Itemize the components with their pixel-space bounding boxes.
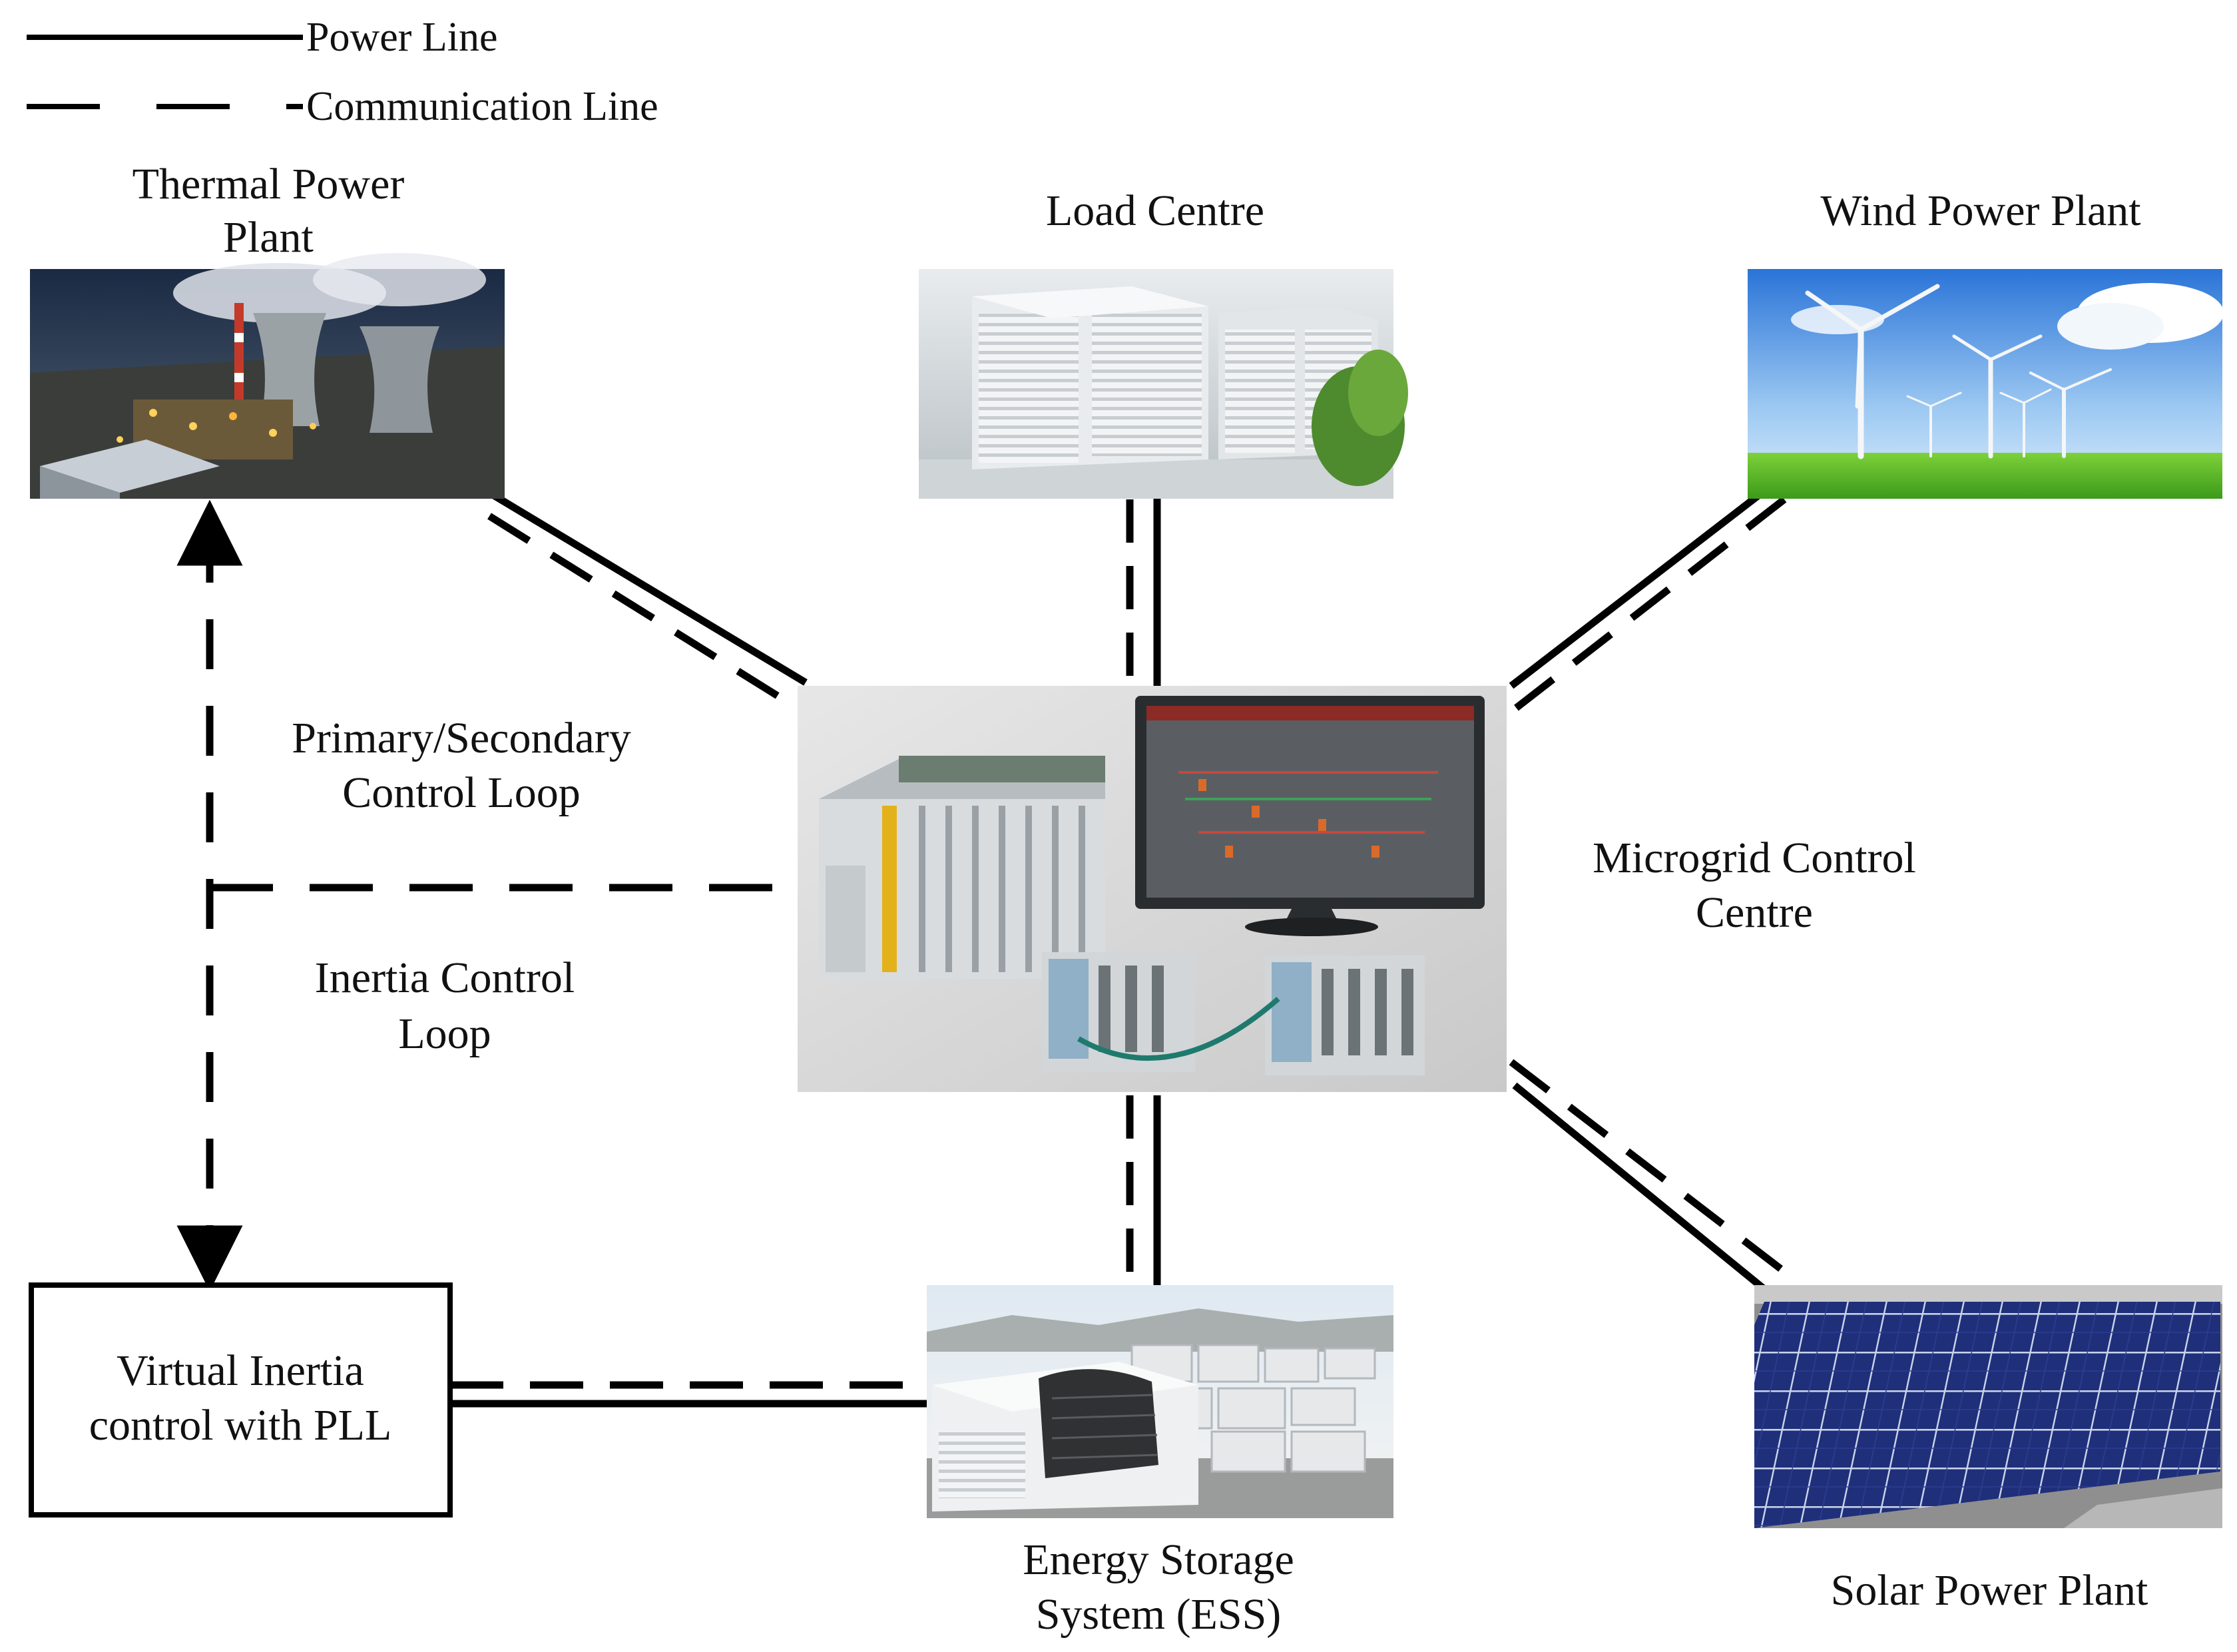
power-line-solar [1512, 1082, 1770, 1295]
wind-label: Wind Power Plant [1820, 186, 2140, 235]
load-centre-image [919, 269, 1408, 499]
mcc-label-line1: Microgrid Control [1593, 834, 1916, 882]
inertia-loop-label-line2: Loop [398, 1009, 491, 1058]
mcc-label-line2: Centre [1696, 888, 1813, 937]
inertia-loop-label-line1: Inertia Control [315, 954, 575, 1002]
thermal-label-line2: Plant [223, 213, 314, 262]
vic-box [29, 1282, 453, 1517]
vic-label-line2: control with PLL [89, 1401, 392, 1450]
thermal-power-plant: Thermal Power Plant [30, 160, 505, 499]
load-label: Load Centre [1046, 186, 1264, 235]
legend: Power Line Communication Line [27, 15, 658, 129]
ess-image [927, 1285, 1393, 1518]
wind-power-plant: Wind Power Plant [1748, 186, 2224, 499]
ess-label-line1: Energy Storage [1023, 1535, 1294, 1584]
ess-label-line2: System (ESS) [1036, 1590, 1282, 1639]
control-loops: Primary/Secondary Control Loop Inertia C… [292, 714, 631, 1058]
legend-communication-line-label: Communication Line [306, 84, 658, 129]
solar-label: Solar Power Plant [1831, 1566, 2148, 1615]
wind-plant-image [1748, 269, 2224, 499]
solar-plant-image [1754, 1285, 2222, 1528]
vic-label-line1: Virtual Inertia [117, 1346, 364, 1395]
power-line-wind [1509, 493, 1760, 689]
thermal-label-line1: Thermal Power [132, 160, 405, 208]
virtual-inertia-control: Virtual Inertia control with PLL [29, 1282, 453, 1517]
power-line-thermal [487, 489, 808, 686]
energy-storage-system: Energy Storage System (ESS) [927, 1285, 1393, 1639]
microgrid-control-centre: Microgrid Control Centre [798, 686, 1916, 1092]
solar-power-plant: Solar Power Plant [1754, 1285, 2222, 1615]
legend-power-line-label: Power Line [306, 15, 498, 60]
load-centre: Load Centre [919, 186, 1408, 499]
thermal-plant-image [30, 253, 505, 499]
connectors [176, 489, 1800, 1408]
comm-line-solar [1509, 1059, 1800, 1285]
mcc-image [798, 686, 1507, 1092]
primary-loop-label-line1: Primary/Secondary [292, 714, 631, 762]
comm-line-thermal [487, 513, 801, 712]
comm-line-wind [1512, 496, 1787, 712]
primary-loop-label-line2: Control Loop [342, 768, 581, 817]
